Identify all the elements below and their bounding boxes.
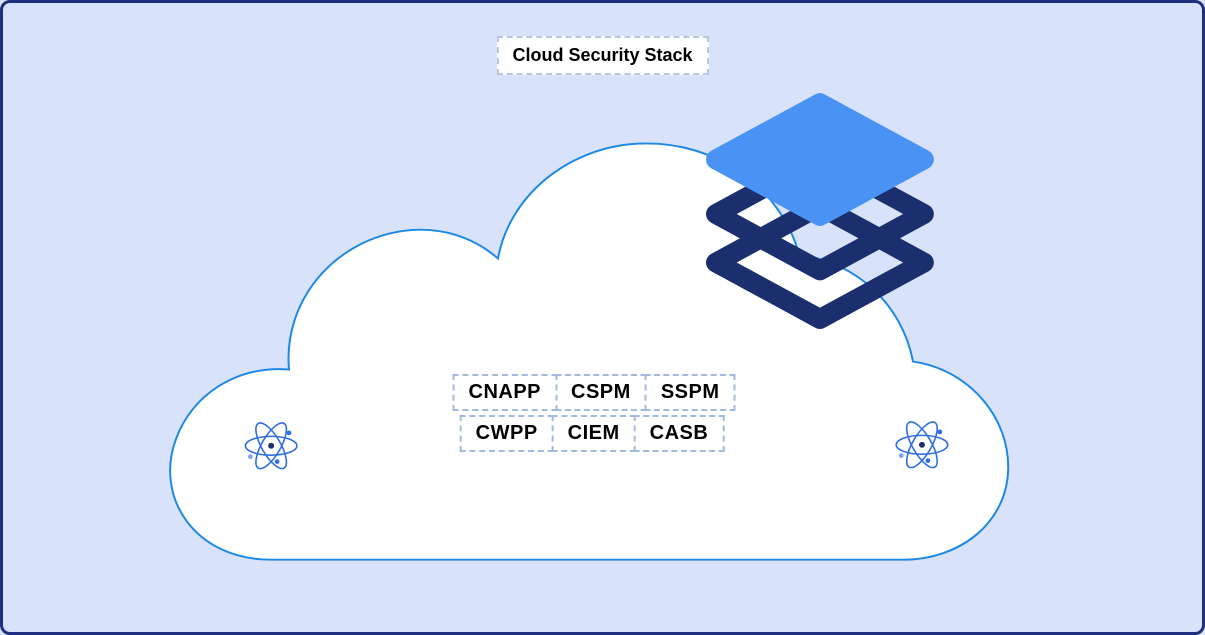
layers-stack-icon [706, 93, 934, 329]
label-cwpp: CWPP [459, 415, 554, 452]
label-cnapp: CNAPP [452, 374, 558, 411]
label-sspm: SSPM [644, 374, 736, 411]
label-cspm: CSPM [555, 374, 647, 411]
page-title: Cloud Security Stack [496, 36, 709, 75]
atom-icon-right [895, 421, 949, 469]
label-casb: CASB [633, 415, 725, 452]
diagram-artwork [169, 93, 1010, 561]
label-ciem: CIEM [551, 415, 636, 452]
layer-top [706, 93, 934, 226]
layer-bottom [706, 196, 934, 329]
atom-icon-left [244, 422, 298, 470]
acronym-row-2: CWPP CIEM CASB [459, 415, 725, 452]
cloud-shape [169, 142, 1010, 561]
acronym-row-1: CNAPP CSPM SSPM [452, 374, 736, 411]
